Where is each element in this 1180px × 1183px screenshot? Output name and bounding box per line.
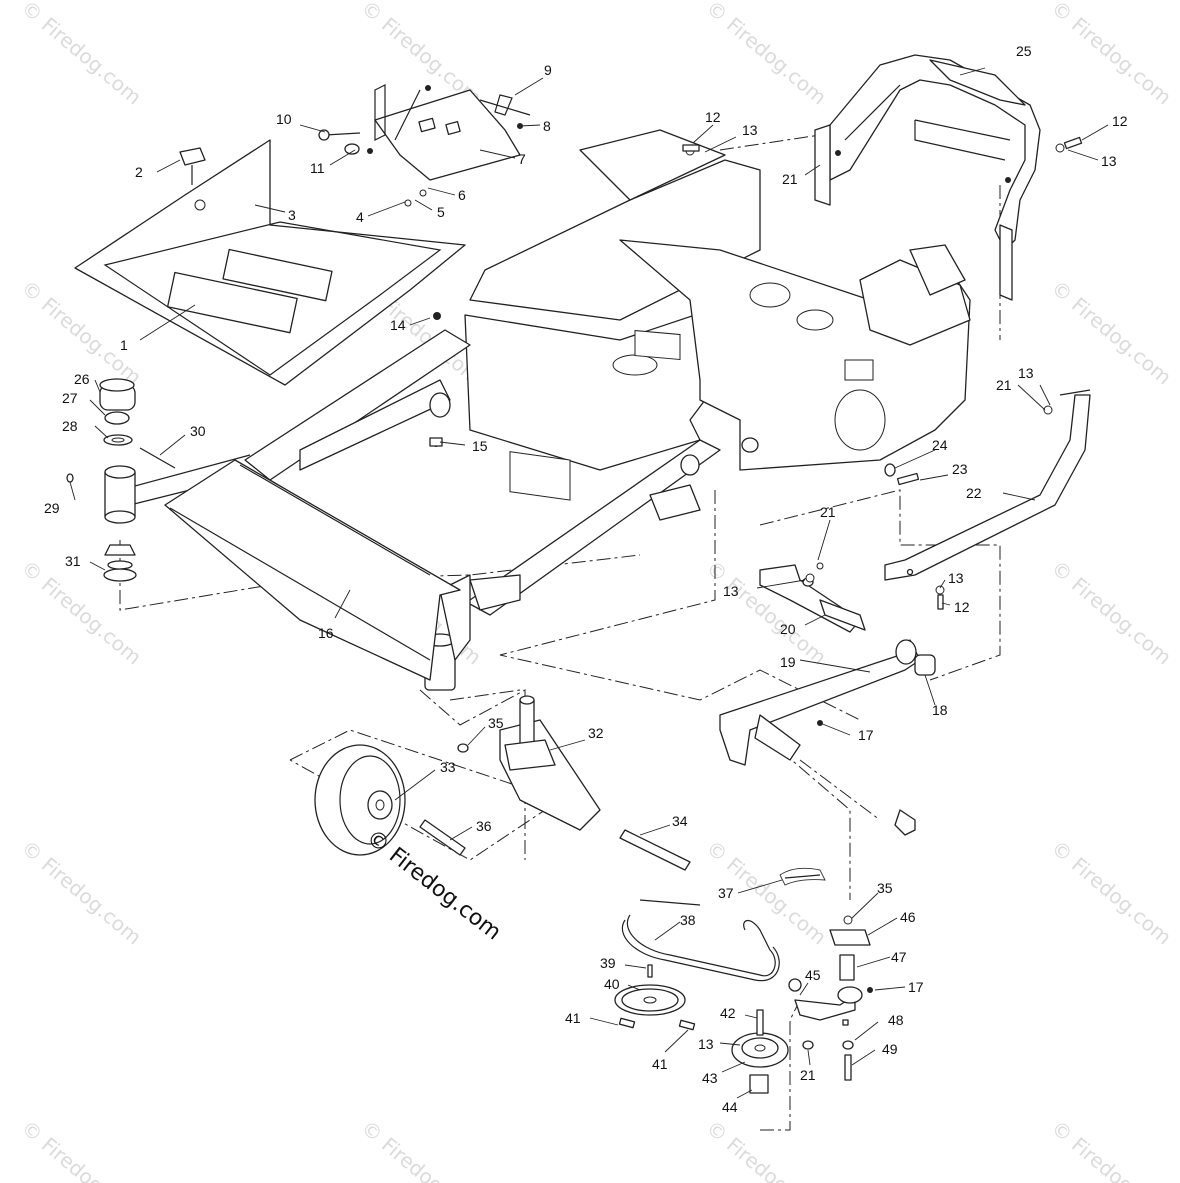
callout-46: 46	[900, 909, 916, 925]
callout-40: 40	[604, 976, 620, 992]
credit-watermark: © Firedog.com	[361, 825, 505, 945]
callout-48: 48	[888, 1012, 904, 1028]
callout-37: 37	[718, 885, 734, 901]
watermark: © Firedog.com	[1047, 0, 1176, 109]
lever-bracket	[318, 84, 531, 181]
callout-36: 36	[476, 818, 492, 834]
callout-11: 11	[310, 160, 325, 176]
callout-31: 31	[65, 553, 81, 569]
callout-38: 38	[680, 912, 696, 928]
callout-43: 43	[702, 1070, 718, 1086]
callout-7: 7	[518, 151, 526, 167]
callout-12: 12	[954, 599, 970, 615]
callout-33: 33	[440, 759, 456, 775]
handle-bar-assembly	[814, 54, 1041, 301]
callout-44: 44	[722, 1099, 738, 1115]
callout-13: 13	[742, 122, 758, 138]
drive-belt-assembly	[614, 867, 871, 1094]
callout-16: 16	[318, 625, 334, 641]
mower-frame	[119, 129, 971, 691]
watermark: © Firedog.com	[1047, 835, 1176, 949]
callout-23: 23	[952, 461, 968, 477]
watermark: © Firedog.com	[17, 1115, 146, 1183]
callout-10: 10	[276, 111, 292, 127]
watermark-layer: © Firedog.com © Firedog.com © Firedog.co…	[17, 0, 1176, 1183]
front-wheel-assembly	[314, 695, 691, 871]
callout-22: 22	[966, 485, 982, 501]
callout-9: 9	[544, 62, 552, 78]
watermark: © Firedog.com	[17, 835, 146, 949]
watermark: © Firedog.com	[357, 1115, 486, 1183]
callout-41: 41	[652, 1056, 668, 1072]
callout-35: 35	[488, 715, 504, 731]
watermark: © Firedog.com	[17, 0, 146, 109]
callout-1: 1	[120, 337, 128, 353]
watermark: © Firedog.com	[702, 0, 831, 109]
callout-24: 24	[932, 437, 948, 453]
callout-12: 12	[705, 109, 721, 125]
callout-21: 21	[996, 377, 1012, 393]
callout-30: 30	[190, 423, 206, 439]
leader-lines	[69, 67, 1109, 1099]
callout-8: 8	[543, 118, 551, 134]
callout-13: 13	[948, 570, 964, 586]
callout-28: 28	[62, 418, 78, 434]
callout-19: 19	[780, 654, 796, 670]
hardware-dots	[367, 85, 1083, 993]
callout-32: 32	[588, 725, 604, 741]
rear-axle-assembly	[719, 564, 936, 836]
callout-13: 13	[1101, 153, 1117, 169]
watermark: © Firedog.com	[1047, 275, 1176, 389]
watermark: © Firedog.com	[702, 1115, 831, 1183]
caster-mount	[66, 378, 176, 582]
callout-26: 26	[74, 371, 90, 387]
callout-27: 27	[62, 390, 78, 406]
callout-13: 13	[1018, 365, 1034, 381]
callout-45: 45	[805, 967, 821, 983]
callout-20: 20	[780, 621, 796, 637]
callout-41: 41	[565, 1010, 581, 1026]
callout-21: 21	[800, 1067, 816, 1083]
callout-17: 17	[908, 979, 924, 995]
callout-39: 39	[600, 955, 616, 971]
callout-42: 42	[720, 1005, 736, 1021]
callout-13: 13	[698, 1036, 714, 1052]
callout-17: 17	[858, 727, 874, 743]
callout-14: 14	[390, 317, 406, 333]
callout-34: 34	[672, 813, 688, 829]
callout-18: 18	[932, 702, 948, 718]
foot-plate-assembly	[74, 139, 466, 386]
callout-35: 35	[877, 880, 893, 896]
callout-3: 3	[288, 207, 296, 223]
watermark: © Firedog.com	[1047, 1115, 1176, 1183]
front-panel	[164, 459, 461, 681]
callout-6: 6	[458, 187, 466, 203]
callout-5: 5	[437, 204, 445, 220]
callout-21: 21	[782, 171, 798, 187]
callout-13: 13	[723, 583, 739, 599]
callout-47: 47	[891, 949, 907, 965]
callout-21: 21	[820, 504, 836, 520]
callout-29: 29	[44, 500, 60, 516]
callout-12: 12	[1112, 113, 1128, 129]
bolt-23	[884, 463, 920, 486]
callout-15: 15	[472, 438, 488, 454]
callout-49: 49	[882, 1041, 898, 1057]
callout-2: 2	[135, 164, 143, 180]
callout-4: 4	[356, 209, 364, 225]
watermark: © Firedog.com	[1047, 555, 1176, 669]
support-arm	[884, 389, 1091, 581]
callout-labels: 1 2 3 4 5 6 7 8 9 10 11 12 13 12 13 21 2…	[44, 43, 1128, 1115]
callout-25: 25	[1016, 43, 1032, 59]
